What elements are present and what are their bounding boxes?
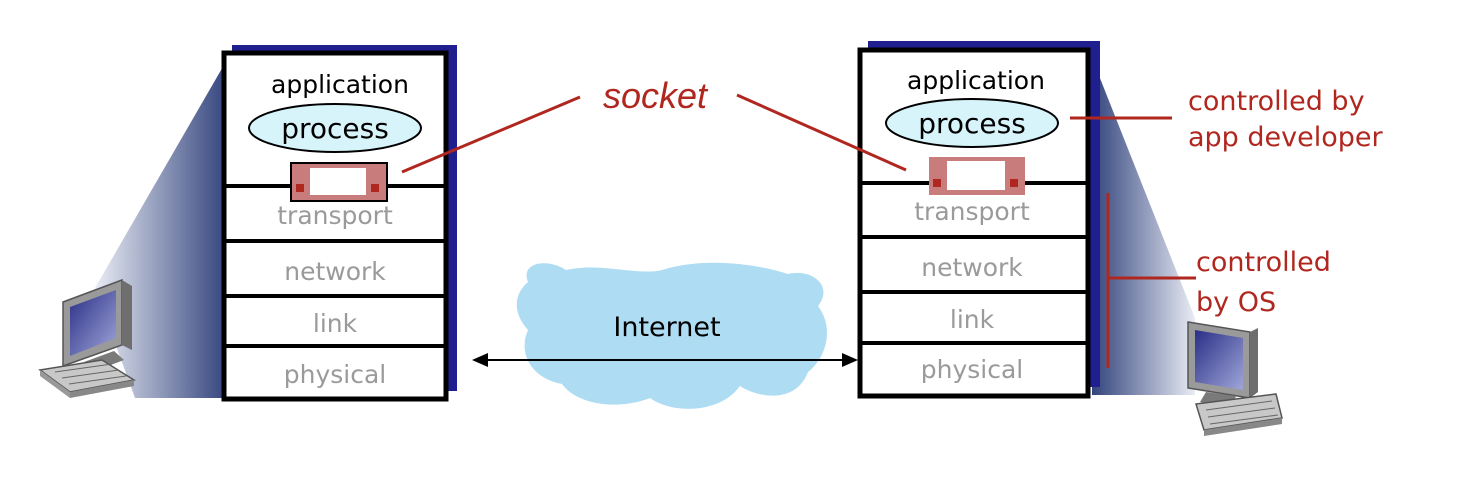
left-layer-network: network (284, 257, 386, 286)
right-layer-physical: physical (921, 355, 1024, 384)
app-developer-label-line1: controlled by (1188, 86, 1365, 117)
desktop-computer-icon (38, 278, 137, 398)
right-layer-link: link (950, 305, 995, 334)
right-host-fan (1092, 58, 1195, 395)
left-process-ellipse (248, 103, 422, 153)
left-layer-physical: physical (284, 360, 387, 389)
left-process-label: process (281, 112, 389, 145)
desktop-computer-icon (1187, 321, 1283, 436)
os-label-line2: by OS (1196, 287, 1276, 318)
right-layer-transport: transport (914, 197, 1030, 226)
os-label-line1: controlled (1196, 247, 1331, 278)
left-layer-transport: transport (277, 201, 393, 230)
app-developer-label-line2: app developer (1188, 122, 1384, 153)
socket-pointer-right (736, 93, 907, 172)
left-protocol-stack: application process transport network li… (221, 45, 457, 402)
right-protocol-stack: application process transport network li… (857, 41, 1100, 399)
right-socket-icon (929, 157, 1025, 195)
socket-label: socket (603, 75, 709, 116)
socket-pointer-left (401, 95, 581, 174)
left-layer-link: link (313, 309, 358, 338)
right-layer-network: network (921, 253, 1023, 282)
right-process-ellipse (885, 98, 1059, 148)
left-socket-icon (290, 162, 388, 202)
internet-label: Internet (613, 312, 720, 343)
right-application-label: application (907, 66, 1045, 95)
right-process-label: process (918, 107, 1026, 140)
left-application-label: application (271, 70, 409, 99)
internet-cloud (516, 262, 827, 409)
internet-arrow (472, 353, 858, 367)
